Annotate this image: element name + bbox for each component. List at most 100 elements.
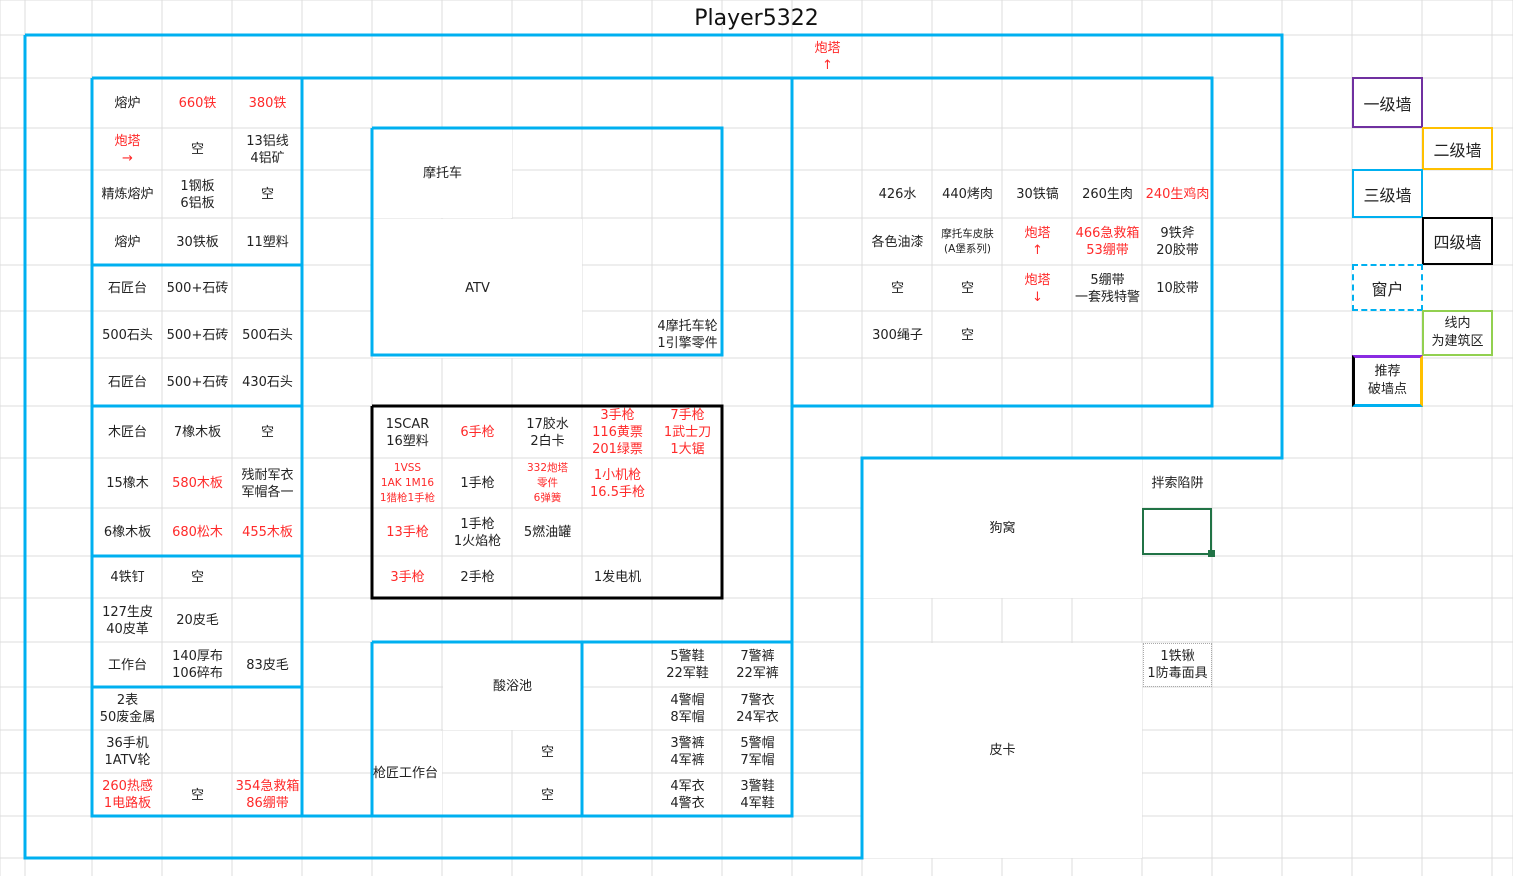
armory-cell[interactable]: 3手枪 116黄票 201绿票 [583,407,652,458]
armory-cell[interactable]: 17胶水 2白卡 [513,407,582,458]
storage-cell[interactable]: 127生皮 40皮革 [93,599,162,642]
clothes-cell[interactable]: 5警帽 7军帽 [723,731,792,773]
storage-cell[interactable]: 空 [933,312,1002,358]
storage-cell[interactable]: 空 [163,557,232,598]
clothes-cell[interactable]: 4警帽 8军帽 [653,688,722,730]
armory-cell[interactable]: 1手枪 [443,459,512,508]
fill-handle[interactable] [1208,550,1215,557]
cell-text: 空 [540,744,554,760]
storage-cell[interactable]: 空 [863,266,932,311]
cell[interactable]: 空 [513,731,582,773]
storage-cell[interactable]: 4铁钉 [93,557,162,598]
storage-cell[interactable]: 空 [163,774,232,816]
storage-cell[interactable]: 426水 [863,171,932,218]
clothes-cell[interactable]: 7警衣 24军衣 [723,688,792,730]
storage-cell[interactable]: 工作台 [93,643,162,687]
storage-cell[interactable]: 6橡木板 [93,509,162,556]
shovel-gasmask-cell[interactable]: 1铁锹 1防毒面具 [1143,643,1212,687]
gunsmith-bench[interactable]: 枪匠工作台 [373,731,442,816]
cell-text: 1钢板 6铝板 [180,178,215,211]
storage-cell[interactable]: 680松木 [163,509,232,556]
motorcycle-spot[interactable]: 摩托车 [373,129,512,218]
storage-cell[interactable]: 摩托车皮肤 (A堡系列) [933,219,1002,265]
storage-cell[interactable]: 木匠台 [93,407,162,458]
armory-cell[interactable]: 7手枪 1武士刀 1大锯 [653,407,722,458]
selected-cell[interactable] [1142,508,1212,555]
dog-house-area[interactable]: 狗窝 [863,459,1142,598]
storage-cell[interactable]: 13铝线 4铝矿 [233,129,302,170]
armory-cell[interactable]: 1发电机 [583,557,652,598]
storage-cell[interactable]: 30铁板 [163,219,232,265]
cell-text: 83皮毛 [246,657,289,673]
storage-cell[interactable]: 660铁 [163,79,232,128]
storage-cell[interactable]: 500+石砖 [163,266,232,311]
storage-cell[interactable]: 空 [233,171,302,218]
storage-cell[interactable]: 83皮毛 [233,643,302,687]
tripwire-trap-cell[interactable]: 拌索陷阱 [1143,459,1212,508]
turret-marker[interactable]: 炮塔 ↑ [793,36,862,78]
armory-cell[interactable]: 1手枪 1火焰枪 [443,509,512,556]
storage-cell[interactable]: 500石头 [233,312,302,358]
storage-cell[interactable]: 1钢板 6铝板 [163,171,232,218]
storage-cell[interactable]: 440烤肉 [933,171,1002,218]
armory-cell[interactable]: 1小机枪 16.5手枪 [583,459,652,508]
cell[interactable]: 空 [513,774,582,816]
storage-cell[interactable]: 石匠台 [93,359,162,406]
storage-cell[interactable]: 36手机 1ATV轮 [93,731,162,773]
storage-cell[interactable]: 354急救箱 86绷带 [233,774,302,816]
storage-cell[interactable]: 2表 50废金属 [93,688,162,730]
storage-cell[interactable]: 空 [933,266,1002,311]
storage-cell[interactable]: 240生鸡肉 [1143,171,1212,218]
storage-cell[interactable]: 精炼熔炉 [93,171,162,218]
storage-cell[interactable]: 260生肉 [1073,171,1142,218]
clothes-cell[interactable]: 3警裤 4军裤 [653,731,722,773]
clothes-cell[interactable]: 3警鞋 4军鞋 [723,774,792,816]
armory-cell[interactable]: 5燃油罐 [513,509,582,556]
cell-text: 13手枪 [386,525,429,540]
storage-cell[interactable]: 7橡木板 [163,407,232,458]
storage-cell[interactable]: 466急救箱 53绷带 [1073,219,1142,265]
cell-text: 430石头 [242,375,293,390]
storage-cell[interactable]: 炮塔 ↑ [1003,219,1072,265]
storage-cell[interactable]: 260热感 1电路板 [93,774,162,816]
storage-cell[interactable]: 空 [233,407,302,458]
storage-cell[interactable]: 300绳子 [863,312,932,358]
armory-cell[interactable]: 1SCAR 16塑料 [373,407,442,458]
storage-cell[interactable]: 500+石砖 [163,359,232,406]
storage-cell[interactable]: 11塑料 [233,219,302,265]
armory-cell[interactable]: 13手枪 [373,509,442,556]
storage-cell[interactable]: 炮塔 → [93,129,162,170]
storage-cell[interactable]: 500+石砖 [163,312,232,358]
storage-cell[interactable]: 580木板 [163,459,232,508]
storage-cell[interactable]: 熔炉 [93,219,162,265]
atv-spot[interactable]: ATV [373,219,582,358]
storage-cell[interactable]: 455木板 [233,509,302,556]
storage-cell[interactable]: 空 [163,129,232,170]
clothes-cell[interactable]: 5警鞋 22军鞋 [653,643,722,687]
vehicle-parts-cell[interactable]: 4摩托车轮 1引擎零件 [653,312,722,358]
storage-cell[interactable]: 石匠台 [93,266,162,311]
armory-cell[interactable]: 1VSS 1AK 1M16 1猎枪1手枪 [373,459,442,508]
armory-cell[interactable]: 2手枪 [443,557,512,598]
storage-cell[interactable]: 20皮毛 [163,599,232,642]
armory-cell[interactable]: 3手枪 [373,557,442,598]
storage-cell[interactable]: 30铁镐 [1003,171,1072,218]
storage-cell[interactable]: 9铁斧 20胶带 [1143,219,1212,265]
clothes-cell[interactable]: 7警裤 22军裤 [723,643,792,687]
storage-cell[interactable]: 430石头 [233,359,302,406]
storage-cell[interactable]: 10胶带 [1143,266,1212,311]
storage-cell[interactable]: 5绷带 一套残特警 [1073,266,1142,311]
storage-cell[interactable]: 380铁 [233,79,302,128]
storage-cell[interactable]: 熔炉 [93,79,162,128]
acid-bath-area[interactable]: 酸浴池 [443,643,582,730]
storage-cell[interactable]: 140厚布 106碎布 [163,643,232,687]
storage-cell[interactable]: 残耐军衣 军帽各一 [233,459,302,508]
storage-cell[interactable]: 各色油漆 [863,219,932,265]
storage-cell[interactable]: 炮塔 ↓ [1003,266,1072,311]
armory-cell[interactable]: 332炮塔 零件 6弹簧 [513,459,582,508]
armory-cell[interactable]: 6手枪 [443,407,512,458]
storage-cell[interactable]: 15橡木 [93,459,162,508]
pickup-area[interactable]: 皮卡 [863,643,1142,858]
storage-cell[interactable]: 500石头 [93,312,162,358]
clothes-cell[interactable]: 4军衣 4警衣 [653,774,722,816]
